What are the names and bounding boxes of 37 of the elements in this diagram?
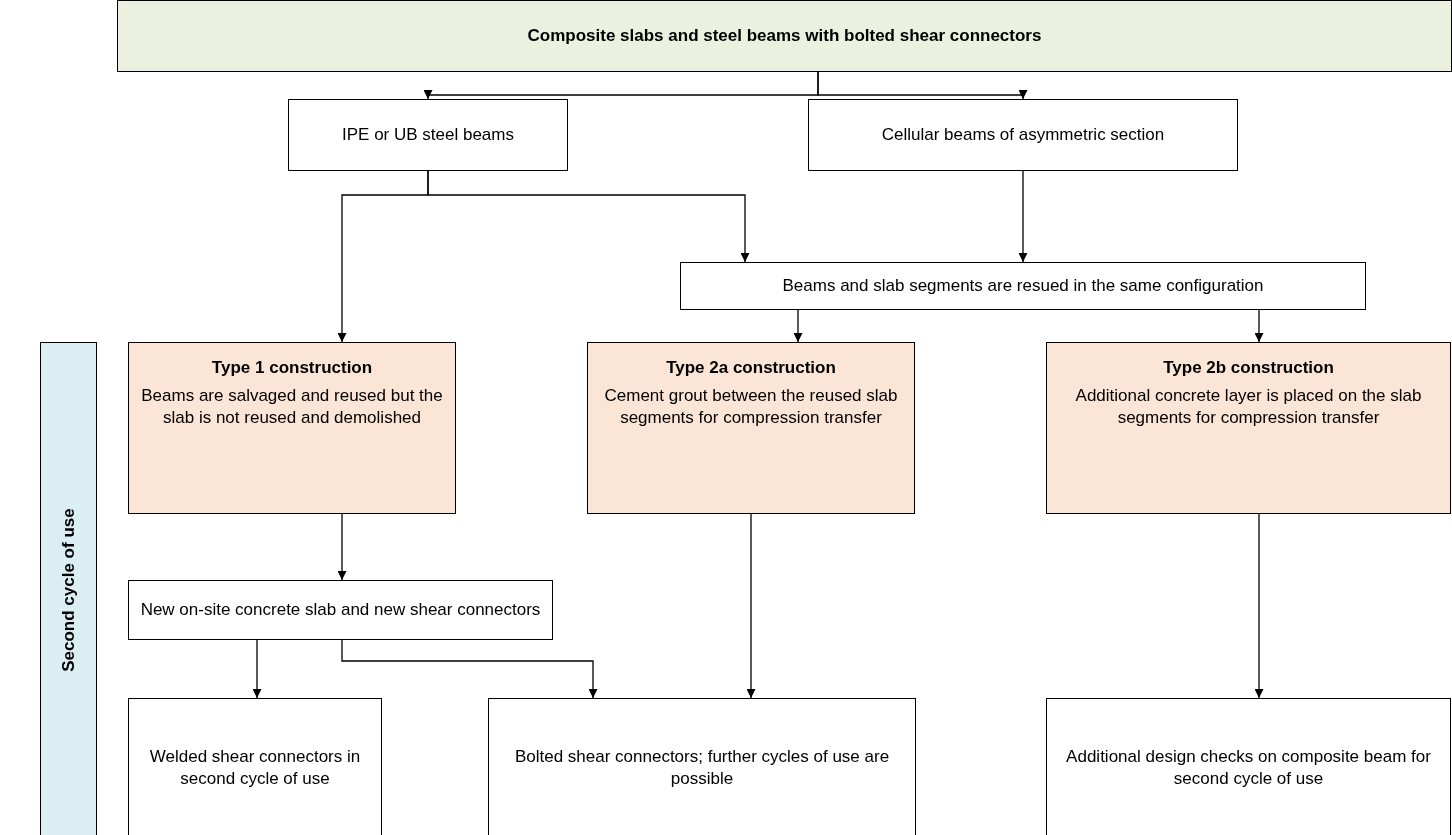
arrow: [341, 639, 598, 699]
arrow: [1254, 513, 1264, 699]
box-heading: Type 1 construction: [211, 357, 373, 379]
box-text: Additional design checks on composite beam for second cycle of use: [1065, 745, 1432, 790]
box-text: Beams and slab segments are resued in the same configuration: [782, 274, 1264, 297]
construction-type-box: [1046, 342, 1451, 514]
process-box: [680, 262, 1366, 310]
box-text: IPE or UB steel beams: [342, 123, 514, 146]
box-text: Composite slabs and steel beams with bolted shear connectors: [527, 24, 1042, 47]
arrow: [1018, 170, 1028, 263]
arrow: [427, 170, 750, 263]
title-box: [117, 0, 1452, 72]
section-band: [40, 342, 97, 835]
construction-type-box: [128, 342, 456, 514]
process-box: [808, 99, 1238, 171]
box-heading: Type 2a construction: [666, 357, 836, 379]
arrow: [252, 639, 262, 699]
box-heading: Type 2b construction: [1163, 357, 1334, 379]
construction-type-box: [587, 342, 915, 514]
process-box: [288, 99, 568, 171]
process-box: [1046, 698, 1451, 835]
arrow: [817, 71, 1028, 100]
arrow: [1254, 309, 1264, 343]
box-text: Cellular beams of asymmetric section: [881, 123, 1165, 146]
box-text: Welded shear connectors in second cycle of use: [148, 745, 362, 790]
arrow: [793, 309, 803, 343]
box-text: Beams are salvaged and reused but the slab is not reused and demolished: [140, 385, 444, 430]
box-text: Cement grout between the reused slab segments for compression transfer: [603, 385, 899, 430]
process-box: [128, 698, 382, 835]
box-text: Additional concrete layer is placed on the slab segments for compression transfer: [1074, 385, 1423, 430]
process-box: [128, 580, 553, 640]
process-box: [488, 698, 916, 835]
box-text: New on-site concrete slab and new shear connectors: [140, 598, 541, 621]
arrow: [746, 513, 756, 699]
arrow: [337, 513, 347, 581]
box-text: Bolted shear connectors; further cycles of use are possible: [513, 745, 891, 790]
band-label: Second cycle of use: [57, 508, 79, 672]
